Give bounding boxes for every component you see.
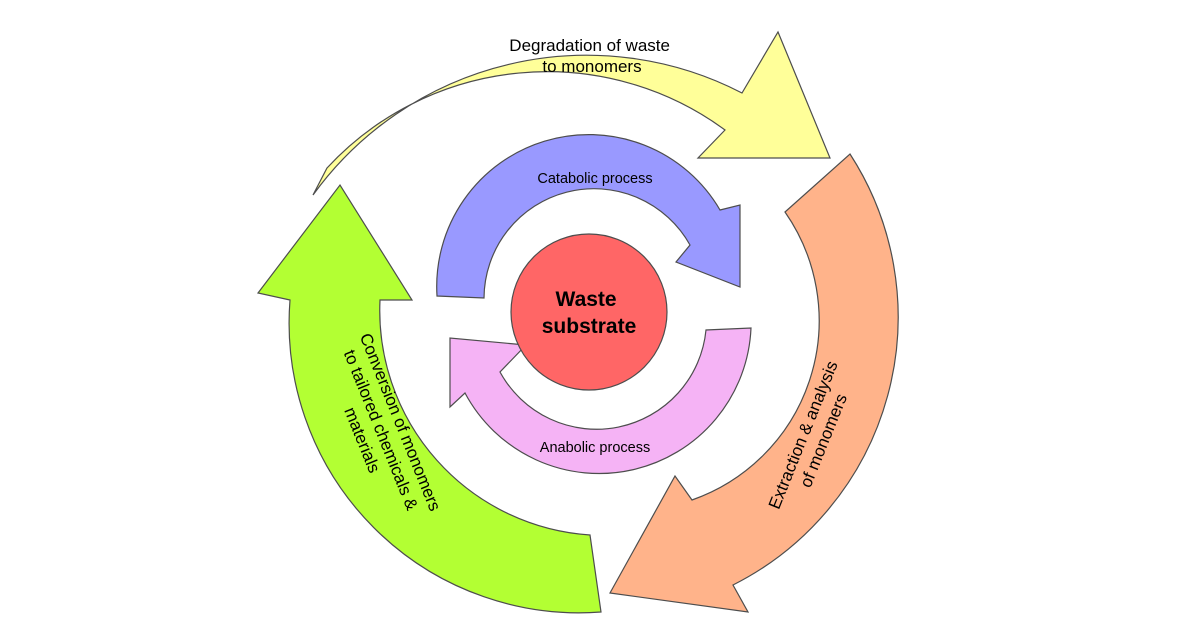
degradation-arrow bbox=[312, 30, 831, 196]
center-label-line-1: Waste bbox=[556, 288, 617, 311]
anabolic-label: Anabolic process bbox=[540, 440, 650, 456]
conversion-arrow bbox=[256, 183, 602, 614]
anabolic-arrow bbox=[449, 327, 752, 475]
extraction-arrow bbox=[609, 153, 899, 613]
catabolic-arrow bbox=[436, 134, 741, 299]
degradation-label-line-1: Degradation of waste bbox=[509, 36, 670, 55]
waste-substrate-circle bbox=[510, 233, 668, 391]
center-label-line-2: substrate bbox=[542, 315, 637, 338]
center-label: Waste substrate bbox=[542, 288, 637, 338]
degradation-label-line-2: to monomers bbox=[542, 57, 641, 76]
degradation-label: Degradation of waste to monomers bbox=[509, 36, 674, 76]
catabolic-label: Catabolic process bbox=[537, 171, 652, 187]
